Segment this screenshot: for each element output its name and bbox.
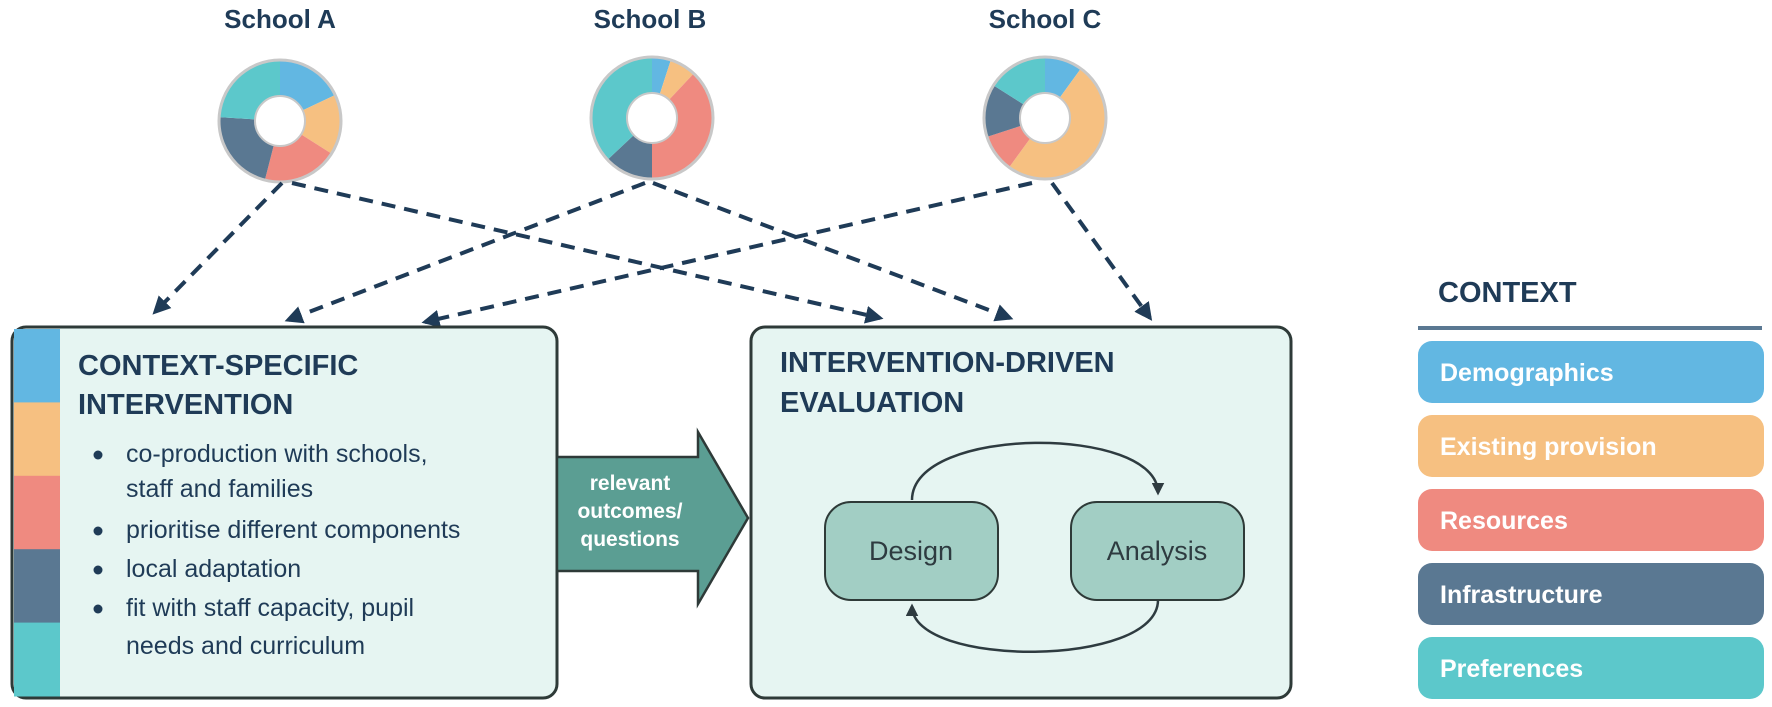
bullet-3-line-1: local adaptation — [126, 555, 301, 583]
donut-segment-existing-provision — [659, 59, 694, 100]
strip-infrastructure — [14, 549, 60, 624]
outcomes-arrow-shape — [555, 427, 750, 609]
strip-resources — [14, 475, 60, 550]
donut-outline — [589, 55, 715, 181]
donut-segment-preferences — [591, 57, 652, 160]
strip-preferences — [14, 622, 60, 697]
legend-label-existing-provision: Existing provision — [1440, 433, 1657, 461]
donut-segment-demographics — [1045, 57, 1081, 98]
donut-segment-resources — [986, 125, 1031, 168]
bullet-1-line-2: staff and families — [126, 475, 313, 503]
donut-outline — [217, 58, 343, 184]
intervention-box: CONTEXT-SPECIFIC INTERVENTION co-product… — [10, 325, 559, 700]
design-node — [824, 501, 999, 601]
school-c-title: School C — [989, 4, 1102, 34]
context-color-strip — [14, 329, 60, 697]
bullet-dot — [93, 565, 103, 575]
bullet-1-line-1: co-production with schools, — [126, 440, 428, 468]
legend-label-infrastructure: Infrastructure — [1440, 581, 1603, 609]
school-a-donut — [217, 58, 343, 184]
legend-swatch-existing-provision — [1418, 415, 1764, 477]
donut-segment-existing-provision — [1009, 68, 1106, 179]
school-c-donut — [982, 55, 1108, 181]
donut-segment-demographics — [280, 60, 336, 111]
legend-label-resources: Resources — [1440, 507, 1568, 535]
donut-segment-resources — [652, 73, 713, 179]
legend-swatch-infrastructure — [1418, 563, 1764, 625]
analysis-node — [1070, 501, 1245, 601]
legend-swatch-demographics — [1418, 341, 1764, 403]
cycle-arrow-bottom — [905, 599, 1160, 653]
bullet-dot — [93, 526, 103, 536]
legend-swatch-preferences — [1418, 637, 1764, 699]
flow-arrow-c-intervention — [421, 181, 1033, 328]
donut-hole — [254, 95, 306, 147]
school-b-title: School B — [594, 4, 707, 34]
donut-segment-infrastructure — [219, 117, 274, 181]
bullet-dot — [93, 450, 103, 460]
evaluation-box: INTERVENTION-DRIVEN EVALUATION Design An… — [749, 325, 1293, 700]
donut-segment-existing-provision — [301, 95, 342, 154]
donut-hole — [626, 92, 678, 144]
outcomes-arrow-line-2: outcomes/ — [577, 500, 682, 523]
outcomes-arrow-line-1: relevant — [590, 472, 671, 495]
flow-arrow-b-evaluation — [652, 181, 1014, 322]
evaluation-title-line-2: EVALUATION — [780, 387, 964, 419]
outcomes-arrow-line-3: questions — [580, 528, 679, 551]
legend-title: CONTEXT — [1438, 277, 1577, 309]
context-flow-arrows — [152, 181, 1153, 328]
analysis-label: Analysis — [1107, 536, 1208, 566]
bullet-4-line-1: fit with staff capacity, pupil — [126, 594, 414, 622]
intervention-title-line-1: CONTEXT-SPECIFIC — [78, 350, 358, 382]
strip-existing-provision — [14, 402, 60, 477]
bullet-2-line-1: prioritise different components — [126, 516, 460, 544]
school-b-donut — [589, 55, 715, 181]
donut-outline — [982, 55, 1108, 181]
flow-arrow-b-intervention — [284, 181, 646, 324]
bullet-dot — [93, 604, 103, 614]
evaluation-title-line-1: INTERVENTION-DRIVEN — [780, 347, 1115, 379]
strip-demographics — [14, 329, 60, 403]
flow-arrow-a-evaluation — [291, 181, 884, 324]
school-a-title: School A — [224, 4, 336, 34]
donut-segment-preferences — [219, 60, 280, 120]
legend-label-demographics: Demographics — [1440, 359, 1614, 387]
evaluation-box-frame — [749, 325, 1293, 700]
bullet-4-line-2: needs and curriculum — [126, 632, 365, 660]
intervention-title-line-2: INTERVENTION — [78, 389, 293, 421]
outcomes-arrow: relevant outcomes/ questions — [555, 427, 750, 609]
flow-arrow-c-evaluation — [1050, 181, 1153, 321]
cycle-arrow-top — [910, 441, 1165, 501]
legend-label-preferences: Preferences — [1440, 655, 1583, 683]
flow-arrow-a-intervention — [152, 181, 284, 315]
legend-swatch-resources — [1418, 489, 1764, 551]
donut-segment-demographics — [652, 57, 671, 95]
design-label: Design — [869, 536, 953, 566]
donut-segment-preferences — [993, 56, 1045, 105]
donut-segment-infrastructure — [983, 85, 1024, 137]
donut-hole — [1019, 92, 1071, 144]
